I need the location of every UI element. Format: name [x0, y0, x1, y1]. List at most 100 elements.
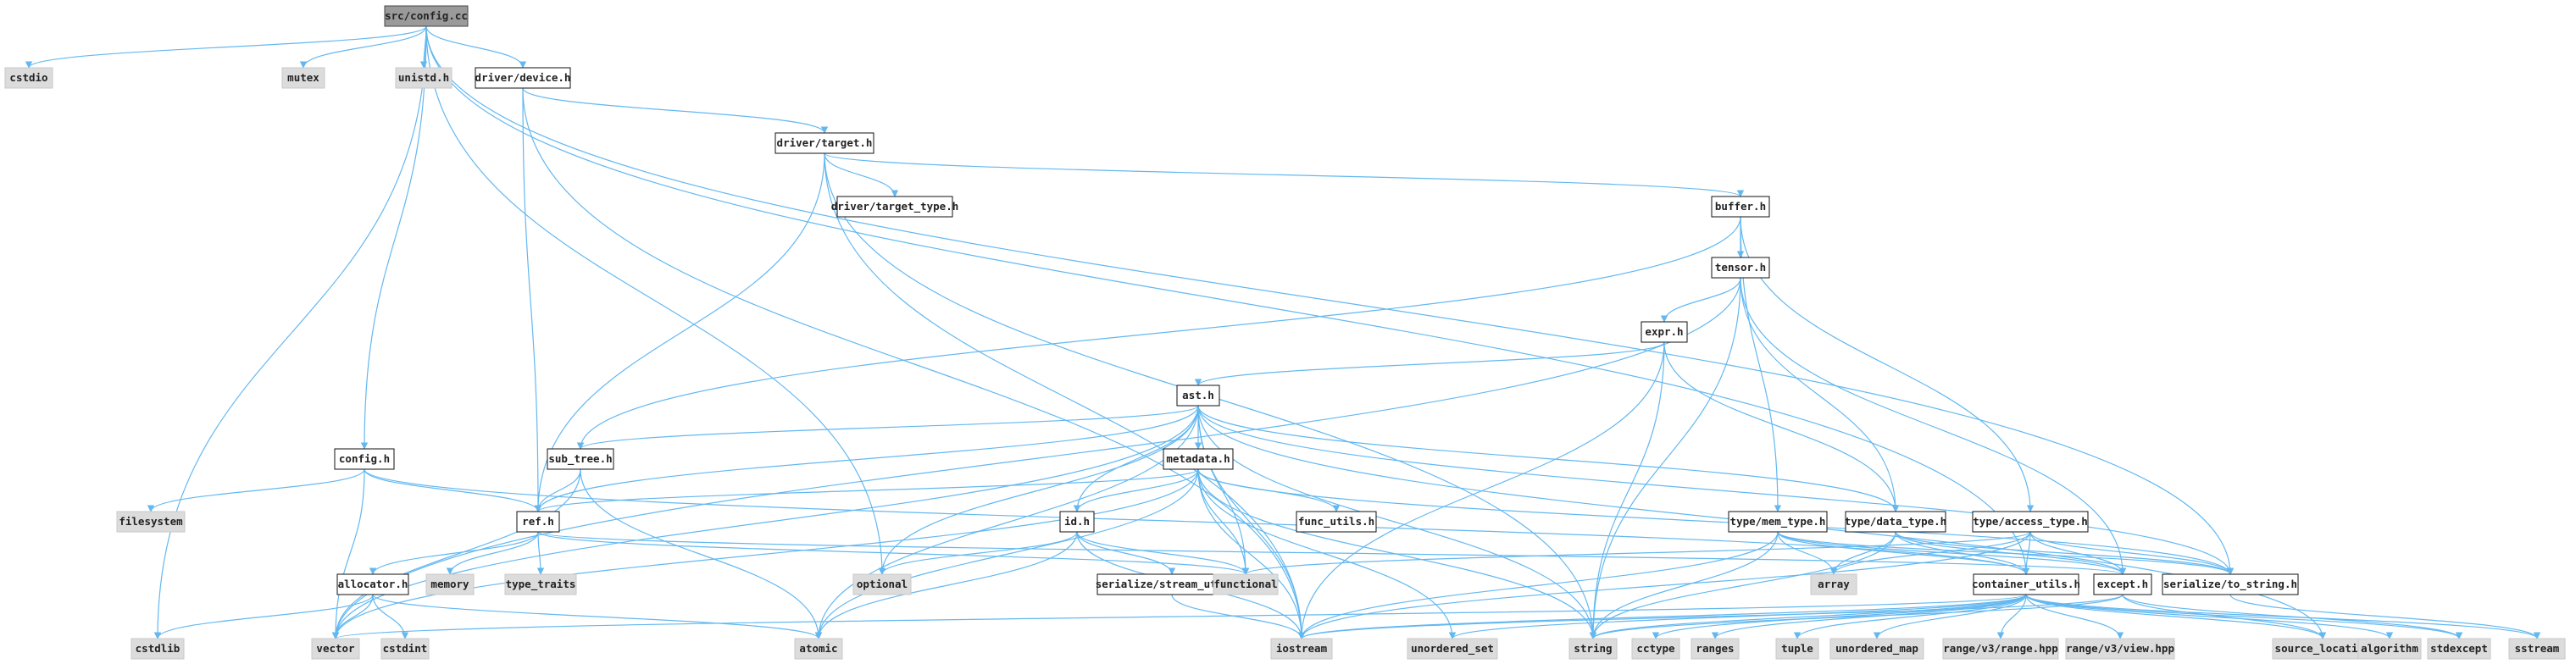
- node-cstdio[interactable]: cstdio: [4, 67, 53, 89]
- node-label-tuple: tuple: [1781, 642, 1813, 655]
- edge-container_utils-to-stdexcept: [2025, 594, 2463, 639]
- node-ref[interactable]: ref.h: [516, 511, 560, 533]
- node-algorithm[interactable]: algorithm: [2357, 638, 2422, 660]
- node-unordered_set[interactable]: unordered_set: [1407, 638, 1498, 660]
- node-cstdlib[interactable]: cstdlib: [130, 638, 185, 660]
- edge-except-to-source_location: [2122, 594, 2327, 639]
- node-string[interactable]: string: [1568, 638, 1618, 660]
- node-label-iostream: iostream: [1276, 642, 1328, 655]
- node-sub_tree[interactable]: sub_tree.h: [547, 448, 614, 470]
- node-tuple[interactable]: tuple: [1775, 638, 1819, 660]
- node-box-iostream: [1270, 638, 1333, 660]
- node-expr[interactable]: expr.h: [1641, 321, 1688, 343]
- node-box-ranges: [1690, 638, 1740, 660]
- node-view_hpp[interactable]: range/v3/view.hpp: [2065, 638, 2175, 660]
- node-box-unordered_map: [1829, 638, 1924, 660]
- node-stdexcept[interactable]: stdexcept: [2427, 638, 2491, 660]
- node-tensor[interactable]: tensor.h: [1711, 257, 1770, 279]
- node-label-cstdint: cstdint: [383, 642, 428, 655]
- node-box-container_utils: [1973, 573, 2079, 595]
- edge-container_utils-to-view_hpp: [2025, 594, 2124, 639]
- edge-ast-to-sub_tree: [577, 405, 1199, 450]
- node-box-expr: [1641, 321, 1688, 343]
- edge-ref-to-memory: [446, 531, 539, 575]
- node-label-to_string: serialize/to_string.h: [2163, 578, 2297, 591]
- node-func_utils[interactable]: func_utils.h: [1296, 511, 1377, 533]
- node-label-access_type: type/access_type.h: [1973, 515, 2087, 528]
- edge-config_cc-to-config_h: [360, 25, 427, 450]
- node-label-expr: expr.h: [1645, 325, 1683, 338]
- node-mem_type[interactable]: type/mem_type.h: [1728, 511, 1828, 533]
- node-cctype[interactable]: cctype: [1631, 638, 1680, 660]
- node-vector[interactable]: vector: [311, 638, 360, 660]
- edge-data_type-to-container_utils: [1895, 531, 2030, 575]
- node-unordered_map[interactable]: unordered_map: [1829, 638, 1924, 660]
- node-ranges[interactable]: ranges: [1690, 638, 1740, 660]
- node-box-cstdint: [380, 638, 430, 660]
- edge-container_utils-to-string: [1589, 594, 2027, 639]
- node-access_type[interactable]: type/access_type.h: [1972, 511, 2089, 533]
- node-filesystem[interactable]: filesystem: [116, 511, 186, 533]
- node-memory[interactable]: memory: [425, 573, 475, 595]
- node-optional[interactable]: optional: [852, 573, 912, 595]
- node-to_string[interactable]: serialize/to_string.h: [2162, 573, 2299, 595]
- edge-except-to-stdexcept: [2122, 594, 2463, 639]
- node-ast[interactable]: ast.h: [1176, 385, 1220, 407]
- node-box-cctype: [1631, 638, 1680, 660]
- node-array[interactable]: array: [1810, 573, 1857, 595]
- node-type_traits[interactable]: type_traits: [504, 573, 577, 595]
- node-id[interactable]: id.h: [1059, 511, 1095, 533]
- node-target[interactable]: driver/target.h: [774, 132, 874, 154]
- node-atomic[interactable]: atomic: [794, 638, 843, 660]
- node-label-type_traits: type_traits: [506, 578, 576, 591]
- node-device[interactable]: driver/device.h: [475, 67, 571, 89]
- node-mutex[interactable]: mutex: [281, 67, 325, 89]
- edge-config_cc-to-cstdio: [25, 25, 427, 69]
- node-label-mutex: mutex: [287, 71, 319, 84]
- node-label-id: id.h: [1064, 515, 1090, 528]
- node-buffer[interactable]: buffer.h: [1711, 196, 1770, 218]
- edge-ast-to-ref: [534, 405, 1199, 512]
- node-range_hpp[interactable]: range/v3/range.hpp: [1942, 638, 2059, 660]
- node-label-data_type: type/data_type.h: [1845, 515, 1946, 528]
- node-box-array: [1810, 573, 1857, 595]
- edge-expr-to-data_type: [1663, 341, 1900, 512]
- node-container_utils[interactable]: container_utils.h: [1972, 573, 2080, 595]
- edge-metadata-to-to_string: [1197, 468, 2235, 575]
- node-metadata[interactable]: metadata.h: [1163, 448, 1234, 470]
- node-label-config_cc: src/config.cc: [385, 9, 468, 22]
- node-label-stdexcept: stdexcept: [2430, 642, 2488, 655]
- edge-allocator-to-atomic: [372, 594, 823, 639]
- node-label-metadata: metadata.h: [1166, 452, 1230, 465]
- edge-metadata-to-atomic: [814, 468, 1199, 639]
- edge-access_type-to-except: [2029, 531, 2127, 575]
- node-cstdint[interactable]: cstdint: [380, 638, 430, 660]
- node-source_location[interactable]: source_location: [2272, 638, 2373, 660]
- edge-ast-to-data_type: [1197, 405, 1900, 512]
- edge-tensor-to-vector: [331, 277, 1741, 639]
- node-box-stdexcept: [2427, 638, 2491, 660]
- edge-target-to-ref: [534, 152, 825, 512]
- node-box-mem_type: [1728, 511, 1828, 533]
- edge-container_utils-to-unordered_set: [1448, 594, 2027, 639]
- edge-access_type-to-to_string: [2029, 531, 2235, 575]
- edge-data_type-to-except: [1895, 531, 2127, 575]
- node-unistd[interactable]: unistd.h: [395, 67, 452, 89]
- edge-except-to-string: [1589, 594, 2124, 639]
- node-functional[interactable]: functional: [1213, 573, 1279, 595]
- node-except[interactable]: except.h: [2093, 573, 2152, 595]
- node-iostream[interactable]: iostream: [1270, 638, 1333, 660]
- edge-expr-to-iostream: [1297, 341, 1665, 639]
- node-box-unordered_set: [1407, 638, 1498, 660]
- node-box-algorithm: [2357, 638, 2422, 660]
- edge-ref-to-type_traits: [536, 531, 545, 575]
- node-allocator[interactable]: allocator.h: [336, 573, 409, 595]
- node-config_h[interactable]: config.h: [334, 448, 395, 470]
- node-config_cc[interactable]: src/config.cc: [384, 5, 469, 27]
- node-target_type[interactable]: driver/target_type.h: [831, 196, 959, 218]
- edge-config_cc-to-cstdlib: [153, 25, 427, 639]
- node-data_type[interactable]: type/data_type.h: [1845, 511, 1946, 533]
- node-label-buffer: buffer.h: [1715, 200, 1766, 213]
- node-box-tuple: [1775, 638, 1819, 660]
- node-sstream[interactable]: sstream: [2508, 638, 2566, 660]
